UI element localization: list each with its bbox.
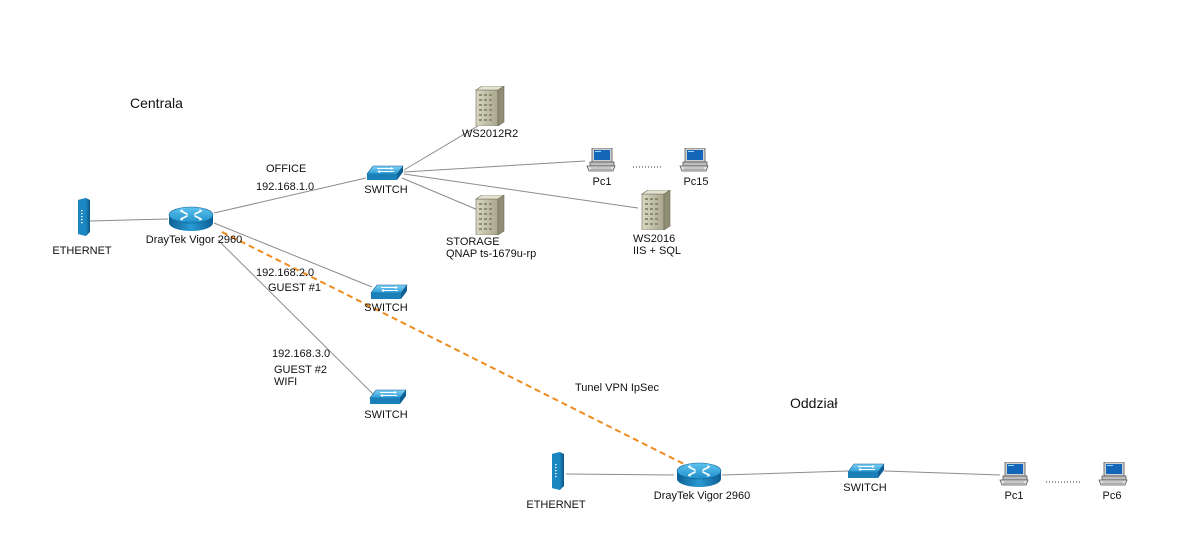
central-ethernet-icon[interactable] (78, 198, 90, 236)
site-title-central: Centrala (130, 95, 183, 111)
link-router-guest1-switch (213, 222, 373, 288)
link-router-office-switch (213, 177, 367, 214)
guest2-net-name: GUEST #2 (274, 364, 327, 376)
branch-pc1-label: Pc1 (1004, 490, 1024, 502)
guest2-net-extra: WIFI (274, 376, 298, 388)
branch-pc1-icon[interactable] (999, 462, 1029, 486)
guest2-switch-icon[interactable] (369, 389, 407, 405)
ws2012-server-icon[interactable] (475, 86, 505, 126)
storage-label-line2: QNAP ts-1679u-rp (446, 248, 537, 260)
link-switch-ws2012 (403, 125, 479, 171)
ws2012-label: WS2012R2 (462, 128, 519, 140)
vpn-tunnel-label: Tunel VPN IpSec (575, 382, 659, 394)
ws2016-label-line1: WS2016 (633, 233, 676, 245)
storage-server-icon[interactable] (475, 195, 505, 235)
link-ethernet-router (89, 218, 169, 222)
office-switch-label: SWITCH (364, 184, 408, 196)
branch-pc6-icon[interactable] (1098, 462, 1128, 486)
central-pc15-label: Pc15 (683, 176, 709, 188)
central-pc1-label: Pc1 (592, 176, 612, 188)
guest2-net-subnet: 192.168.3.0 (272, 348, 331, 360)
link-router-guest2-switch (217, 239, 376, 397)
site-title-branch: Oddział (790, 395, 838, 411)
office-switch-icon[interactable] (366, 165, 404, 181)
branch-switch-label: SWITCH (843, 482, 887, 494)
ws2016-label-line2: IIS + SQL (633, 245, 681, 257)
guest1-net-subnet: 192.168.2.0 (256, 267, 315, 279)
office-net-name: OFFICE (266, 163, 307, 175)
central-router-label: DrayTek Vigor 2960 (145, 234, 243, 246)
link-switch-storage (401, 177, 479, 211)
link-switch-pc1 (403, 160, 586, 173)
guest2-switch-label: SWITCH (364, 409, 408, 421)
link-branch-switch-pc1 (883, 470, 1001, 476)
ws2016-server-icon[interactable] (641, 190, 671, 230)
branch-pc6-label: Pc6 (1102, 490, 1122, 502)
branch-router-icon[interactable] (676, 462, 722, 488)
link-branch-ethernet-router (565, 473, 675, 476)
branch-ethernet-label: ETHERNET (526, 499, 586, 511)
branch-switch-icon[interactable] (847, 463, 885, 479)
central-pc15-icon[interactable] (679, 148, 709, 172)
vpn-tunnel-line (221, 231, 689, 467)
branch-ethernet-icon[interactable] (552, 452, 564, 490)
central-pc1-icon[interactable] (586, 148, 616, 172)
link-branch-router-switch (721, 470, 849, 476)
central-ethernet-label: ETHERNET (52, 245, 112, 257)
guest1-switch-label: SWITCH (364, 302, 408, 314)
storage-label-line1: STORAGE (446, 236, 500, 248)
branch-router-label: DrayTek Vigor 2960 (653, 490, 751, 502)
guest1-net-name: GUEST #1 (268, 282, 321, 294)
office-net-subnet: 192.168.1.0 (256, 181, 315, 193)
links (89, 125, 1001, 476)
guest1-switch-icon[interactable] (370, 284, 408, 300)
central-router-icon[interactable] (168, 206, 214, 232)
link-switch-ws2016 (403, 173, 639, 209)
